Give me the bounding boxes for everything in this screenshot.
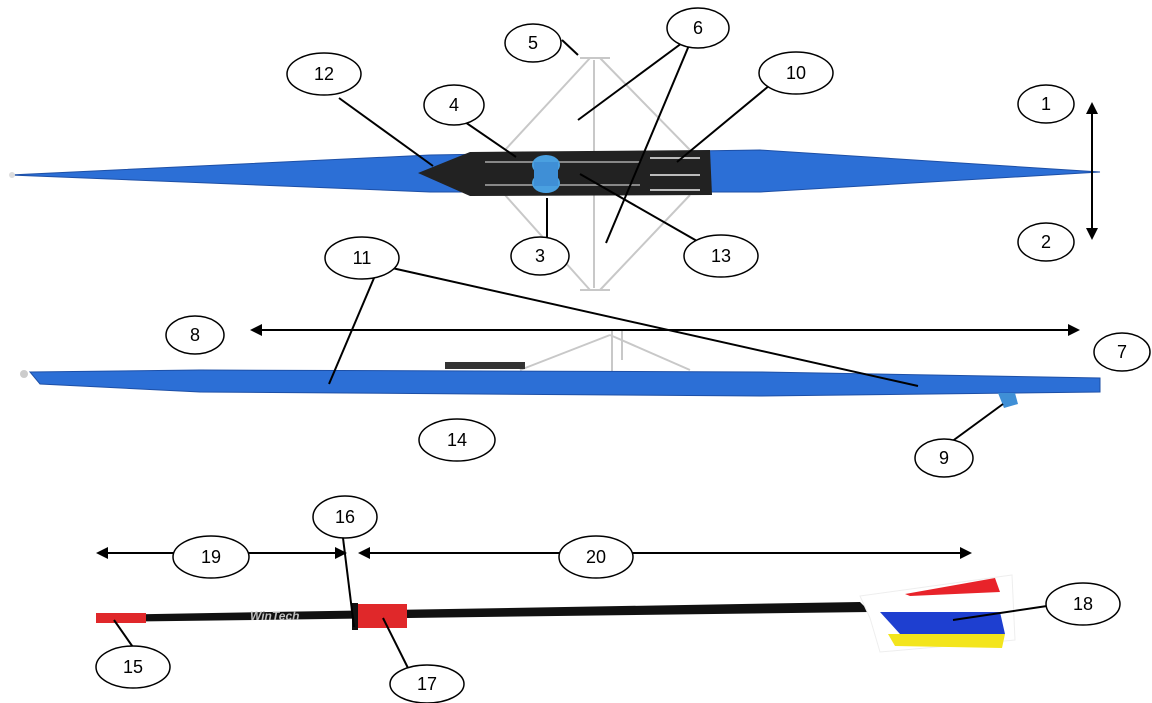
svg-text:19: 19 <box>201 547 221 567</box>
scull-top-view <box>9 57 1101 291</box>
slide-rails <box>485 161 640 186</box>
svg-text:18: 18 <box>1073 594 1093 614</box>
callout-8: 8 <box>165 315 225 355</box>
svg-text:6: 6 <box>693 18 703 38</box>
callout-14: 14 <box>418 418 496 462</box>
callout-19: 19 <box>172 535 250 579</box>
oar-brand-label: WinTech <box>250 609 299 623</box>
callout-20: 20 <box>558 535 634 579</box>
svg-text:10: 10 <box>786 63 806 83</box>
svg-text:14: 14 <box>447 430 467 450</box>
callout-13: 13 <box>683 234 759 278</box>
callout-5: 5 <box>504 23 562 63</box>
svg-text:2: 2 <box>1041 232 1051 252</box>
svg-text:16: 16 <box>335 507 355 527</box>
bow-ball-side <box>20 370 28 378</box>
callout-10: 10 <box>758 51 834 95</box>
callout-9: 9 <box>914 438 974 478</box>
callouts: 1 2 3 4 5 6 7 8 9 10 11 12 13 14 15 16 1… <box>95 7 1151 703</box>
svg-text:20: 20 <box>586 547 606 567</box>
svg-text:7: 7 <box>1117 342 1127 362</box>
svg-text:9: 9 <box>939 448 949 468</box>
svg-text:15: 15 <box>123 657 143 677</box>
seat-top <box>532 155 560 193</box>
hull-side <box>28 369 1101 397</box>
scull-side-view <box>20 330 1101 408</box>
bow-ball-top <box>9 172 15 178</box>
callout-7: 7 <box>1093 332 1151 372</box>
svg-text:8: 8 <box>190 325 200 345</box>
deck-side <box>445 362 525 369</box>
oar-button <box>352 603 358 630</box>
handle-grip <box>96 613 146 623</box>
callout-3: 3 <box>510 236 570 276</box>
leader-lines <box>113 39 1048 669</box>
oar-blade <box>859 574 1016 653</box>
callout-18: 18 <box>1045 582 1121 626</box>
callout-2: 2 <box>1017 222 1075 262</box>
callout-17: 17 <box>389 664 465 703</box>
svg-text:12: 12 <box>314 64 334 84</box>
callout-16: 16 <box>312 495 378 539</box>
oar: WinTech <box>96 574 1016 653</box>
svg-text:17: 17 <box>417 674 437 694</box>
svg-text:11: 11 <box>353 248 372 268</box>
callout-4: 4 <box>423 84 485 126</box>
foot-stretcher <box>650 157 700 191</box>
svg-text:4: 4 <box>449 95 459 115</box>
callout-15: 15 <box>95 645 171 689</box>
callout-6: 6 <box>666 7 730 49</box>
oar-shaft <box>96 602 870 622</box>
svg-text:3: 3 <box>535 246 545 266</box>
callout-1: 1 <box>1017 84 1075 124</box>
svg-text:1: 1 <box>1041 94 1051 114</box>
svg-text:13: 13 <box>711 246 731 266</box>
oar-collar <box>352 604 407 628</box>
callout-12: 12 <box>286 52 362 96</box>
rigger-side <box>519 330 691 372</box>
callout-11: 11 <box>324 236 400 280</box>
svg-text:5: 5 <box>528 33 538 53</box>
